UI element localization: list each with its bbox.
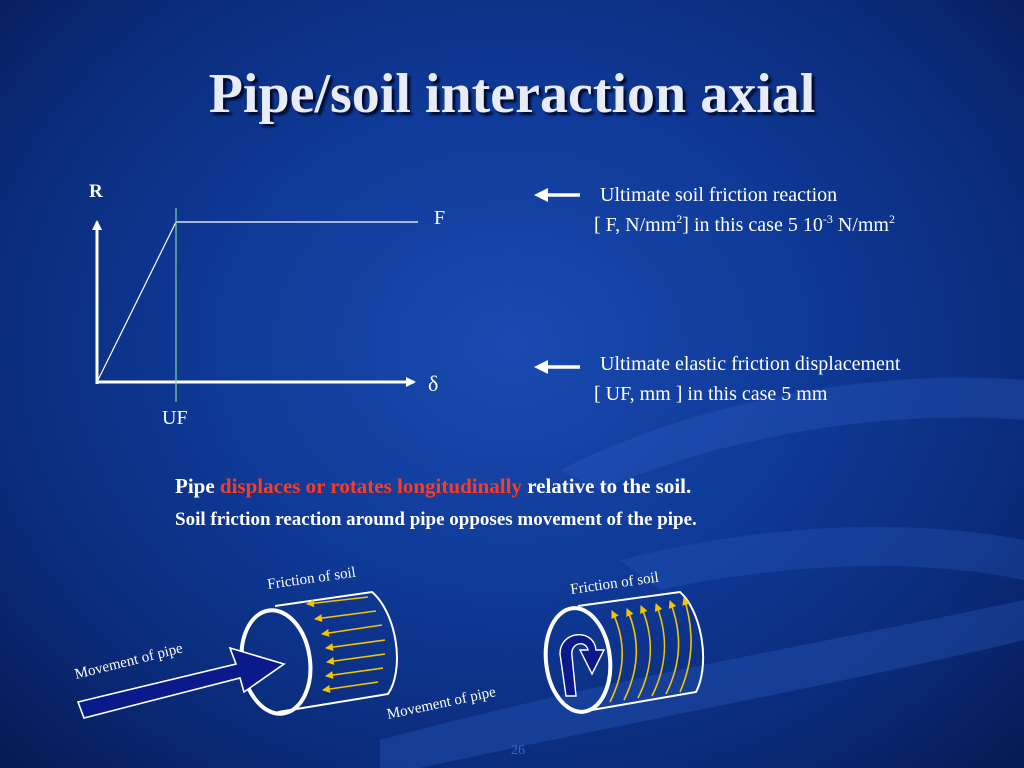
rotation-pipe-diagram: Friction of soil Movement of pipe	[386, 570, 705, 723]
level-label: F	[434, 207, 446, 229]
statement-line-2: Soil friction reaction around pipe oppos…	[175, 509, 697, 530]
rotation-arrow-icon	[559, 634, 606, 697]
arrow-left-icon	[534, 360, 580, 374]
movement-arrow-icon	[76, 646, 286, 719]
movement-label: Movement of pipe	[73, 640, 185, 682]
note-line: Ultimate soil friction reaction	[600, 184, 838, 206]
note-line: [ UF, mm ] in this case 5 mm	[594, 383, 828, 405]
movement-label: Movement of pipe	[386, 684, 498, 723]
axial-pipe-diagram: Friction of soil Movement of pipe	[73, 565, 398, 719]
page-number: 26	[511, 743, 525, 758]
friction-label: Friction of soil	[266, 565, 357, 593]
note-line: Ultimate elastic friction displacement	[600, 353, 901, 375]
arrow-left-icon	[534, 188, 580, 202]
tick-label: UF	[162, 407, 188, 429]
page-title: Pipe/soil interaction axial	[208, 63, 816, 125]
x-axis-label: δ	[428, 371, 439, 396]
note-line: [ F, N/mm2] in this case 5 10-3 N/mm2	[594, 212, 895, 236]
statement-line-1: Pipe displaces or rotates longitudinally…	[175, 474, 692, 498]
highlight-text: displaces or rotates longitudinally	[219, 474, 522, 498]
note-elastic-displacement: Ultimate elastic friction displacement […	[594, 349, 900, 409]
friction-label: Friction of soil	[569, 570, 660, 598]
elastic-segment	[97, 221, 177, 381]
y-axis-label: R	[89, 181, 103, 202]
note-friction-reaction: Ultimate soil friction reaction [ F, N/m…	[594, 180, 895, 240]
